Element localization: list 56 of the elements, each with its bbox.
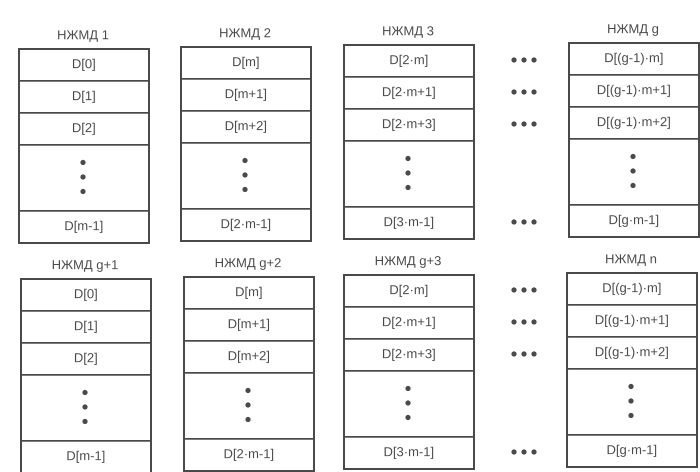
ellipsis-cell	[180, 142, 312, 210]
data-cell: D[(g-1)·m+1]	[568, 74, 700, 108]
disk-column	[568, 24, 700, 238]
data-cell: D[2]	[20, 342, 152, 376]
ellipsis-cell	[566, 368, 698, 436]
data-cell: D[(g-1)·m+2]	[568, 106, 700, 140]
disk-column	[343, 26, 475, 240]
disk-heading: НЖМД n	[606, 254, 656, 266]
data-cell: D[m+1]	[180, 78, 312, 112]
data-cell: D[2·m+3]	[343, 338, 475, 372]
data-cell: D[m]	[180, 46, 312, 80]
data-cell: D[3·m-1]	[343, 436, 475, 470]
data-cell: D[g·m-1]	[566, 434, 698, 468]
disk-heading: НЖМД g	[608, 24, 658, 36]
data-cell: D[2·m-1]	[183, 438, 315, 472]
disk-column	[180, 28, 312, 242]
ellipsis-cell	[183, 372, 315, 440]
disk-heading: НЖМД 3	[383, 26, 434, 38]
data-cell: D[(g-1)·m]	[568, 42, 700, 76]
data-cell: D[m+2]	[180, 110, 312, 144]
data-cell: D[3·m-1]	[343, 206, 475, 240]
data-cell: D[g·m-1]	[568, 204, 700, 238]
disk-heading: НЖМД 2	[220, 28, 270, 40]
data-cell: D[0]	[20, 278, 152, 312]
disk-heading: НЖМД g+2	[216, 258, 281, 270]
data-cell: D[2·m]	[343, 274, 475, 308]
ellipsis-cell	[343, 370, 475, 438]
data-cell: D[(g-1)·m]	[566, 272, 698, 306]
ellipsis-cell	[20, 374, 152, 442]
data-cell: D[m+2]	[183, 340, 315, 374]
data-cell: D[m-1]	[18, 210, 150, 244]
data-cell: D[2·m]	[343, 44, 475, 78]
disk-column	[566, 254, 698, 468]
ellipsis-cell	[568, 138, 700, 206]
data-cell: D[1]	[18, 80, 150, 114]
disk-heading: НЖМД 1	[58, 30, 108, 42]
disk-heading: НЖМД g+3	[376, 256, 441, 268]
disk-column	[343, 256, 475, 470]
data-cell: D[1]	[20, 310, 152, 344]
data-cell: D[m+1]	[183, 308, 315, 342]
ellipsis-cell	[18, 144, 150, 212]
data-cell: D[2·m+3]	[343, 108, 475, 142]
disk-column	[20, 260, 152, 472]
data-cell: D[2·m+1]	[343, 76, 475, 110]
data-cell: D[(g-1)·m+2]	[566, 336, 698, 370]
disk-heading: НЖМД g+1	[52, 260, 118, 272]
data-cell: D[2·m+1]	[343, 306, 475, 340]
ellipsis-cell	[343, 140, 475, 208]
disk-column	[18, 30, 150, 244]
data-cell: D[m]	[183, 276, 315, 310]
data-cell: D[0]	[18, 48, 150, 82]
data-cell: D[2]	[18, 112, 150, 146]
data-cell: D[(g-1)·m+1]	[566, 304, 698, 338]
disk-column	[183, 258, 315, 472]
data-cell: D[m-1]	[20, 440, 152, 472]
data-cell: D[2·m-1]	[180, 208, 312, 242]
